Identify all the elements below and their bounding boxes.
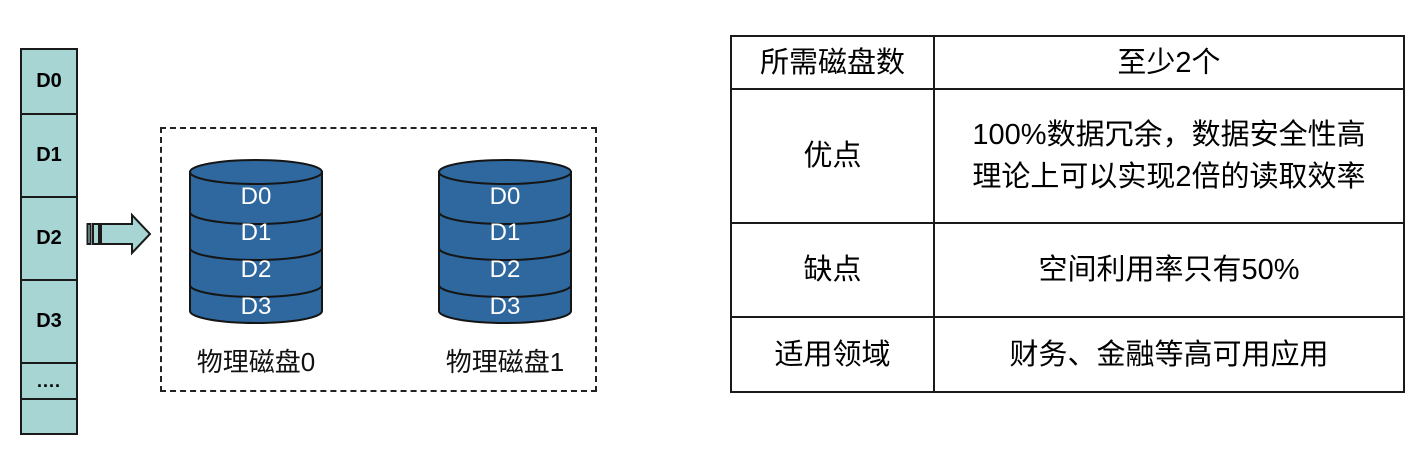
disk1-name-label: 物理磁盘1 (445, 347, 565, 377)
raid1-spec-table: 所需磁盘数 至少2个 优点 100%数据冗余，数据安全性高 理论上可以实现2倍的… (730, 35, 1405, 393)
disk0-name-label: 物理磁盘0 (196, 347, 316, 377)
logical-block-d2: D2 (20, 196, 78, 281)
cylinder-divider-2 (189, 247, 323, 261)
advantages-line-1: 100%数据冗余，数据安全性高 (972, 119, 1366, 151)
arrow-stripe-thick (92, 223, 100, 245)
disk-cylinder-icon (189, 159, 323, 324)
logical-block-d1: D1 (20, 113, 78, 198)
table-row-label-disadvantages: 缺点 (732, 224, 935, 318)
striped-right-arrow-icon (86, 212, 152, 256)
logical-block-more: .... (20, 362, 78, 400)
physical-disk-0: D0 D1 D2 D3 物理磁盘0 (188, 158, 324, 388)
table-cell-disks-required: 至少2个 (935, 37, 1403, 90)
logical-block-d3: D3 (20, 279, 78, 364)
disk1-segment-d3: D3 (489, 293, 521, 320)
arrow-stripe-thin (86, 223, 92, 245)
cylinder-body (438, 171, 572, 324)
logical-block-d0: D0 (20, 48, 78, 115)
physical-disk-1: D0 D1 D2 D3 物理磁盘1 (437, 158, 573, 388)
disk0-segment-d1: D1 (240, 219, 272, 246)
cylinder-divider-2 (438, 247, 572, 261)
table-cell-use-cases: 财务、金融等高可用应用 (1009, 338, 1329, 371)
table-row-label-advantages: 优点 (732, 90, 935, 224)
logical-data-column: D0 D1 D2 D3 .... (20, 48, 78, 435)
cylinder-body (189, 171, 323, 324)
disk0-segment-d2: D2 (240, 256, 272, 283)
logical-block-empty (20, 398, 78, 435)
table-cell-disadvantages: 空间利用率只有50% (935, 224, 1403, 318)
table-cell-advantages: 100%数据冗余，数据安全性高 理论上可以实现2倍的读取效率 (935, 90, 1403, 224)
disk1-segment-d2: D2 (489, 256, 521, 283)
disk0-segment-d0: D0 (240, 183, 272, 210)
disk1-segment-d0: D0 (489, 183, 521, 210)
cylinder-divider-1 (189, 211, 323, 225)
table-row-label-use-cases: 适用领域 (732, 318, 935, 391)
table-row-label-disks-required: 所需磁盘数 (732, 37, 935, 90)
advantages-line-2: 理论上可以实现2倍的读取效率 (972, 161, 1366, 193)
disk-cylinder-icon (438, 159, 572, 324)
raid1-mirror-group-outline (160, 127, 597, 392)
cylinder-top (189, 159, 323, 185)
arrow-body (100, 212, 152, 256)
cylinder-divider-1 (438, 211, 572, 225)
cylinder-divider-3 (189, 284, 323, 298)
disk0-segment-d3: D3 (240, 293, 272, 320)
cylinder-top (438, 159, 572, 185)
disk1-segment-d1: D1 (489, 219, 521, 246)
cylinder-divider-3 (438, 284, 572, 298)
